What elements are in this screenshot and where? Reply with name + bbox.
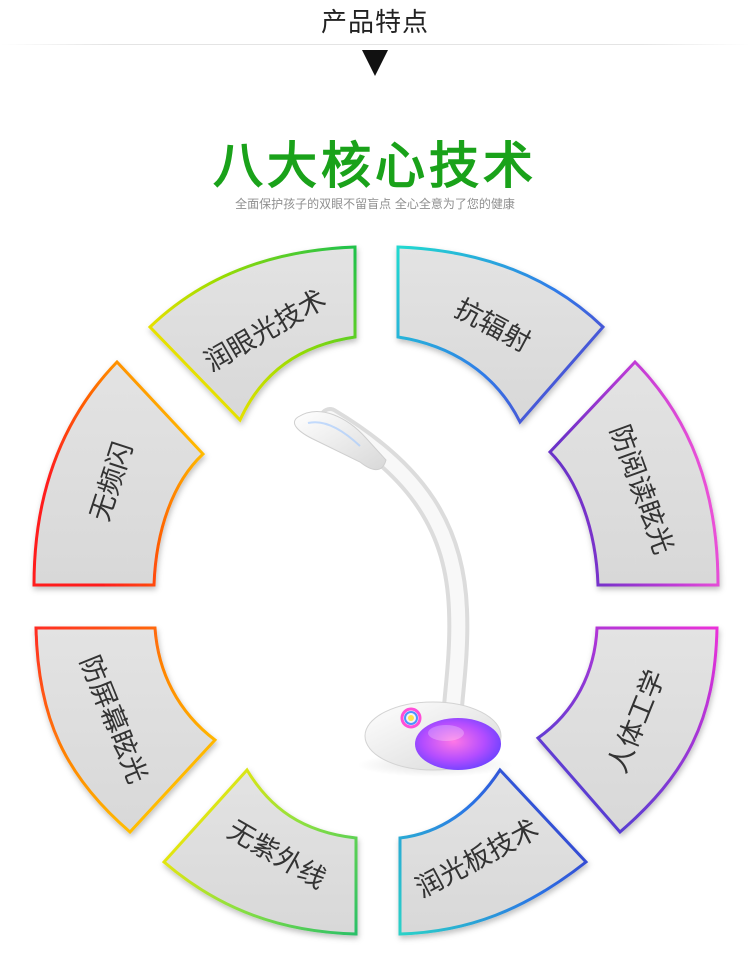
section-title: 产品特点: [320, 8, 429, 38]
feature-segment-run-yan-guang: 润眼光技术: [147, 245, 357, 423]
desk-lamp-image: [293, 407, 513, 777]
subtitle: 全面保护孩子的双眼不留盲点 全心全意为了您的健康: [235, 197, 515, 211]
feature-segment-wu-pin-shan: 无频闪: [32, 359, 206, 587]
down-arrow-icon: [362, 50, 388, 76]
feature-segment-kang-fu-she: 抗辐射: [396, 245, 606, 425]
main-title: 八大核心技术: [213, 137, 537, 195]
feature-segment-run-guang-ban: 润光板技术: [398, 767, 589, 936]
feature-segment-fang-yue-du: 防阅读眩光: [547, 359, 720, 587]
feature-segment-wu-zi-wai-xian: 无紫外线: [161, 767, 358, 936]
feature-segment-ren-ti-gong-xue: 人体工学: [535, 626, 719, 835]
section-divider: [0, 44, 750, 45]
feature-segment-fang-ping-mu: 防屏幕眩光: [34, 626, 218, 835]
